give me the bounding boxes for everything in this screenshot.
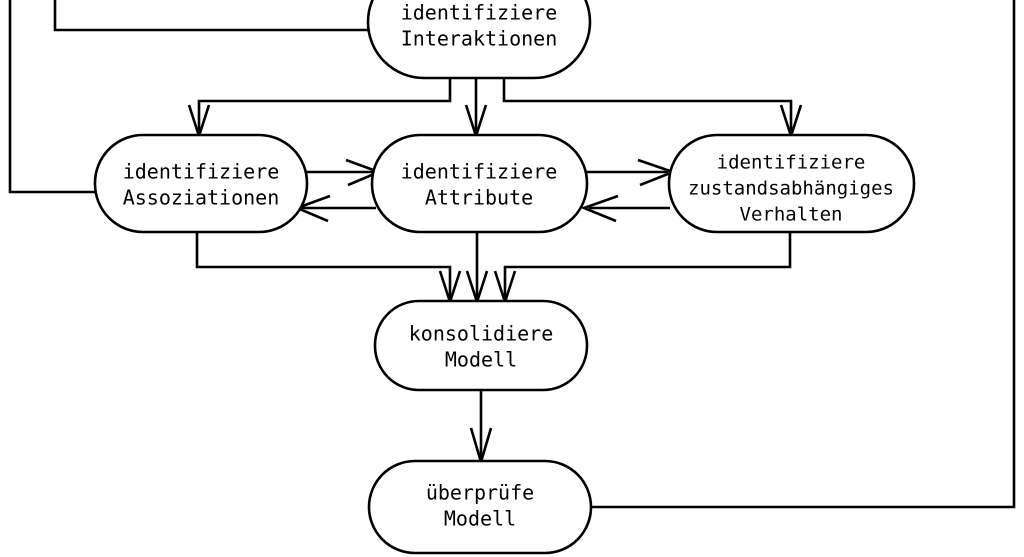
edge-assoziationen-feedback-left bbox=[8, 0, 101, 194]
edge-zustandsabhaengiges-to-konsolidiere bbox=[503, 233, 792, 298]
node-ueberpruefe-modell[interactable]: überprüfe Modell bbox=[367, 459, 593, 555]
edge-interaktionen-to-assoziationen bbox=[197, 78, 452, 132]
node-label-konsolidiere-line1: konsolidiere bbox=[409, 322, 554, 346]
node-label-zustandsabhaengiges-line2: zustandsabhängiges bbox=[688, 178, 894, 200]
arrowhead-zustandsabhaengiges-to-attribute bbox=[580, 194, 619, 223]
node-label-assoziationen-line2: Assoziationen bbox=[123, 186, 280, 210]
node-label-konsolidiere-line2: Modell bbox=[445, 348, 517, 372]
node-label-ueberpruefe-line2: Modell bbox=[444, 507, 516, 531]
edge-assoziationen-to-konsolidiere bbox=[195, 233, 452, 298]
node-identifiziere-zustandsabhaengiges-verhalten[interactable]: identifiziere zustandsabhängiges Verhalt… bbox=[667, 133, 916, 234]
node-label-ueberpruefe-line1: überprüfe bbox=[426, 481, 534, 505]
edges-layer bbox=[8, 0, 1016, 509]
node-konsolidiere-modell[interactable]: konsolidiere Modell bbox=[373, 299, 589, 392]
node-identifiziere-attribute[interactable]: identifiziere Attribute bbox=[370, 133, 589, 234]
node-label-interaktionen-line2: Interaktionen bbox=[401, 27, 558, 51]
edge-interaktionen-feedback-left bbox=[53, 0, 370, 32]
node-label-attribute-line1: identifiziere bbox=[401, 160, 558, 184]
node-label-zustandsabhaengiges-line3: Verhalten bbox=[740, 204, 843, 226]
nodes-layer: identifiziere Interaktionen identifizier… bbox=[93, 0, 916, 555]
node-label-assoziationen-line1: identifiziere bbox=[123, 160, 280, 184]
edge-interaktionen-to-zustandsabhaengiges bbox=[502, 78, 793, 132]
edge-ueberpruefe-feedback-right bbox=[585, 0, 1016, 509]
node-identifiziere-interaktionen[interactable]: identifiziere Interaktionen bbox=[366, 0, 592, 80]
node-label-interaktionen-line1: identifiziere bbox=[401, 1, 558, 25]
node-identifiziere-assoziationen[interactable]: identifiziere Assoziationen bbox=[93, 133, 309, 234]
node-label-zustandsabhaengiges-line1: identifiziere bbox=[717, 152, 866, 174]
node-label-attribute-line2: Attribute bbox=[425, 186, 533, 210]
